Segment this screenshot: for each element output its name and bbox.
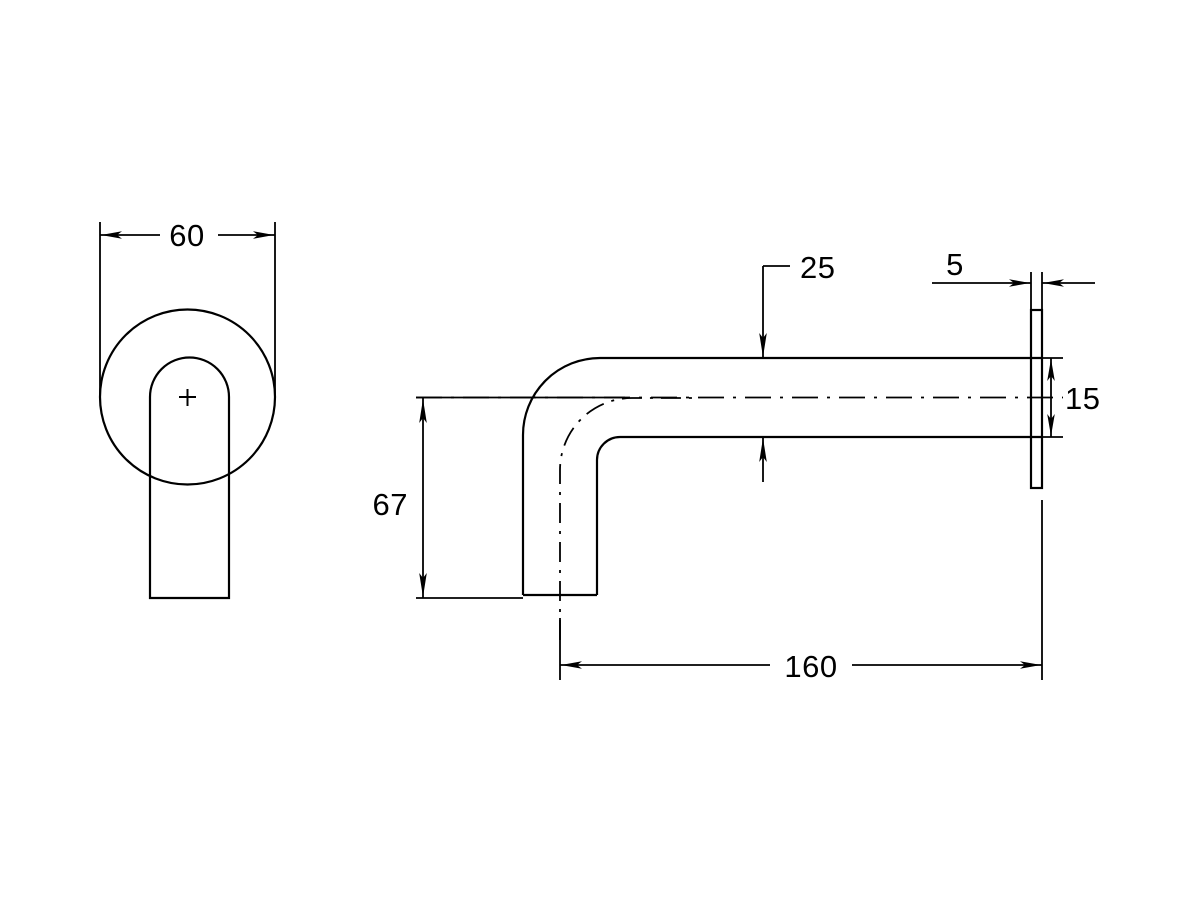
spout-inner-profile <box>595 435 1042 595</box>
dim-67-label: 67 <box>373 487 408 522</box>
escutcheon-circle <box>98 308 277 486</box>
wall-flange <box>1029 308 1044 490</box>
dim-160-arrowhead-right <box>1020 661 1041 669</box>
dim-67-arrowhead-bottom <box>419 573 427 597</box>
dim-15-arrowhead-top <box>1047 359 1055 381</box>
dim-160-label: 160 <box>784 649 837 684</box>
dim-25-label: 25 <box>800 250 835 285</box>
dim-5-arrowhead-right <box>1043 279 1064 287</box>
dim-5-label: 5 <box>946 247 964 282</box>
dim-60-label: 60 <box>169 218 204 253</box>
dim-67-arrowhead-top <box>419 399 427 423</box>
dim-60-arrowhead-right <box>253 231 274 239</box>
dim-5-arrowhead-left <box>1009 279 1030 287</box>
dim-15-label: 15 <box>1065 381 1100 416</box>
spout-body-front-profile <box>148 356 231 600</box>
dim-15-arrowhead-bottom <box>1047 414 1055 436</box>
dim-25-arrowhead-upper <box>759 333 767 357</box>
side-view: 25 5 15 67 <box>373 247 1100 684</box>
dim-160-arrowhead-left <box>561 661 582 669</box>
dim-25-arrowhead-lower <box>759 438 767 462</box>
dim-60-arrowhead-left <box>101 231 122 239</box>
front-view: 60 <box>98 218 277 600</box>
tube-elbow-centerline <box>559 397 700 640</box>
spout-outer-profile <box>521 356 1042 595</box>
